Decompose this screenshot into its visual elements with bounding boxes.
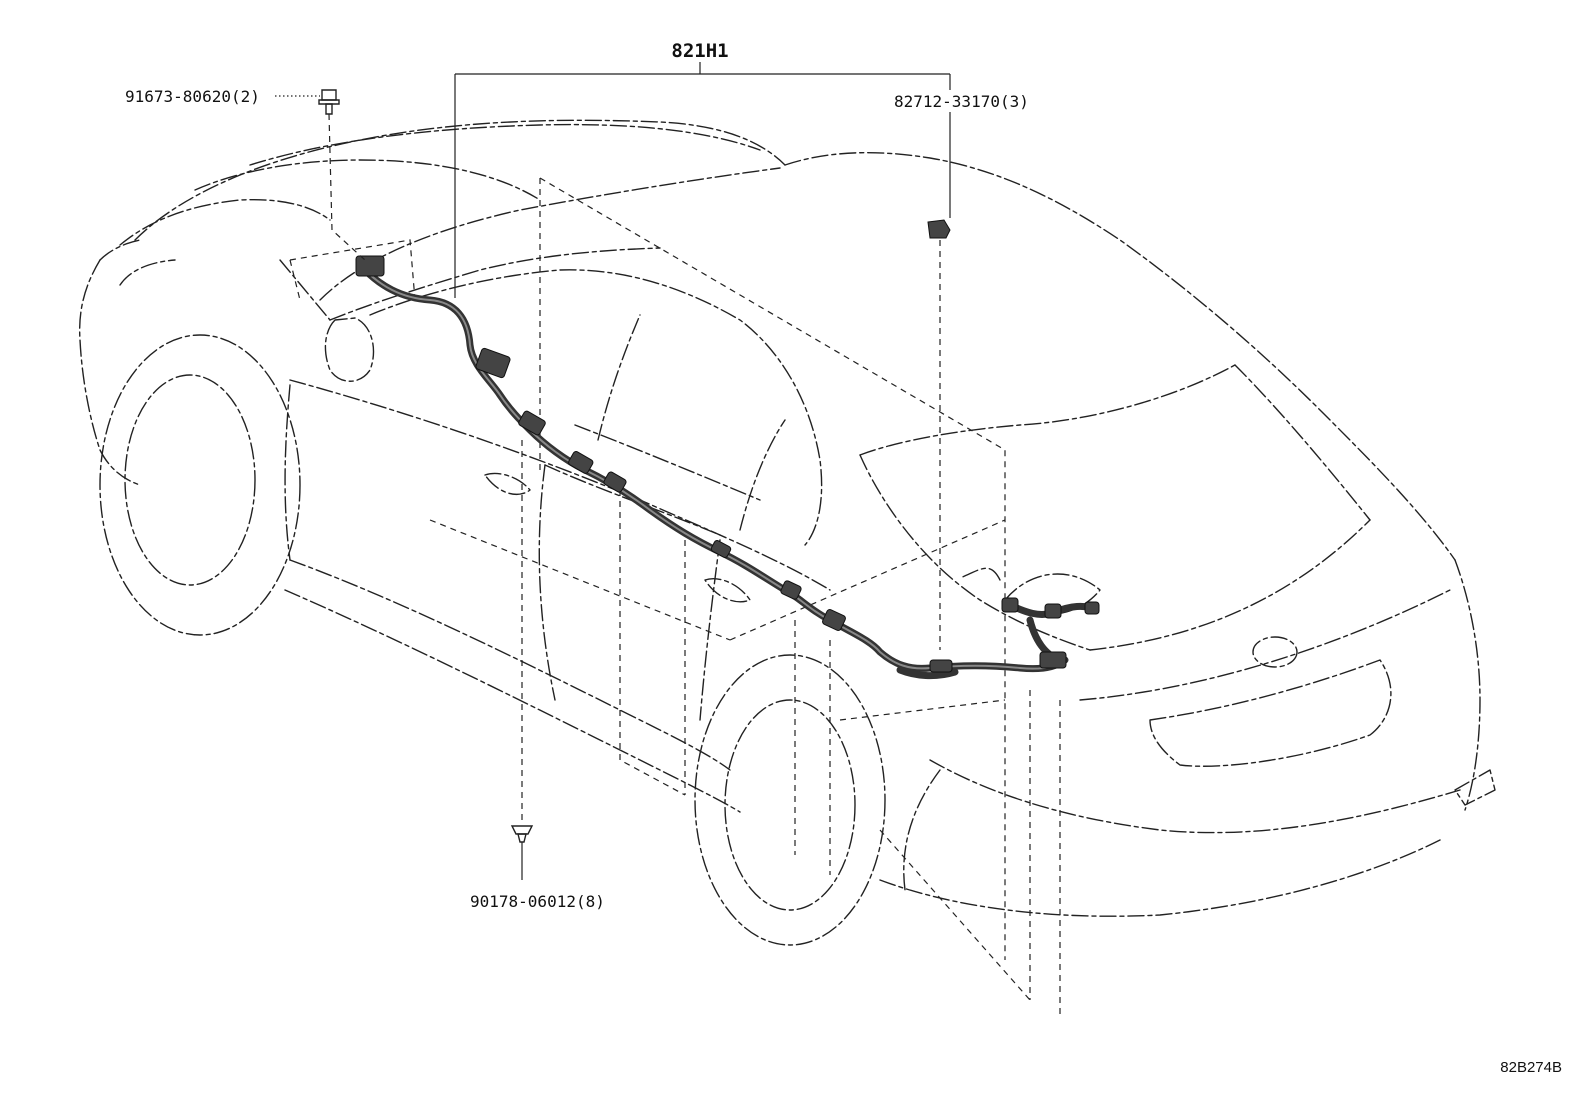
clip-part-number: 90178-06012(8): [470, 892, 605, 911]
wire-harness: [355, 255, 1100, 680]
assembly-label: 821H1: [671, 40, 728, 62]
mounting-reference-lines: [289, 177, 1061, 1015]
clip-part: [510, 440, 534, 843]
clamp-part: [927, 219, 951, 650]
diagram-code: 82B274B: [1500, 1059, 1562, 1076]
vehicle-outline: [78, 119, 1496, 946]
callout-leaders: [275, 62, 951, 880]
bolt-part: [318, 89, 366, 261]
bolt-part-number: 91673-80620(2): [125, 87, 260, 106]
clamp-part-number: 82712-33170(3): [894, 92, 1029, 111]
